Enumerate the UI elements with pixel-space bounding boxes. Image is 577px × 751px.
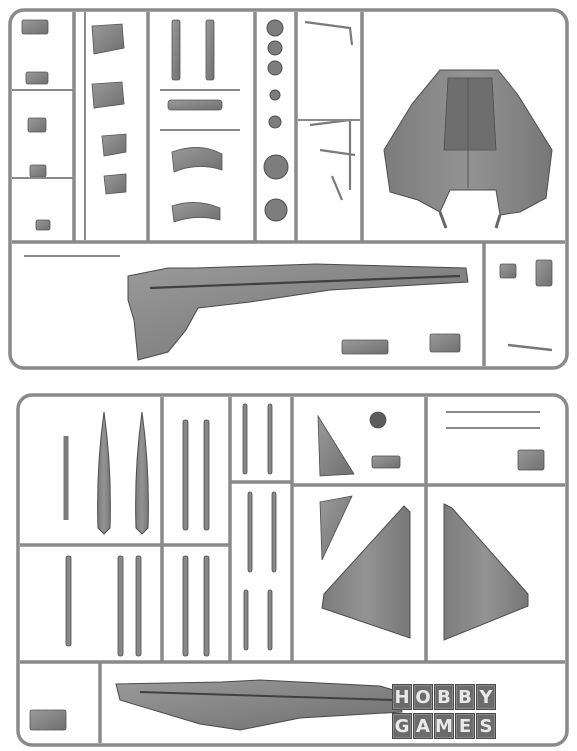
wheels-column	[263, 19, 289, 222]
watermark-letter: H	[392, 684, 412, 710]
fins	[317, 411, 545, 561]
lower-sprue-frame	[16, 393, 569, 747]
watermark-letter: E	[455, 713, 475, 739]
watermark-letter: M	[434, 713, 454, 739]
watermark-letter: B	[455, 684, 475, 710]
watermark-letter: G	[392, 713, 412, 739]
watermark-line-2: G A M E S	[392, 713, 570, 739]
watermark-letter: S	[476, 713, 496, 739]
drop-tanks	[63, 411, 149, 535]
fuselage-side-upper	[24, 255, 553, 361]
watermark-letter: O	[413, 684, 433, 710]
small-parts-column-a	[12, 19, 74, 231]
watermark-line-1: H O B B Y	[392, 684, 570, 710]
watermark-letter: B	[434, 684, 454, 710]
upper-sprue-frame	[8, 8, 569, 370]
middle-column-parts	[160, 19, 240, 223]
intake-panels	[84, 12, 127, 240]
fuselage-side-lower	[29, 679, 403, 731]
landing-gear-struts	[298, 20, 360, 201]
fuselage-top-half	[383, 69, 553, 229]
missiles	[65, 403, 277, 657]
watermark-letter: A	[413, 713, 433, 739]
watermark-letter: Y	[476, 684, 496, 710]
hobby-games-watermark: H O B B Y G A M E S	[392, 684, 570, 744]
main-wings	[321, 503, 529, 641]
